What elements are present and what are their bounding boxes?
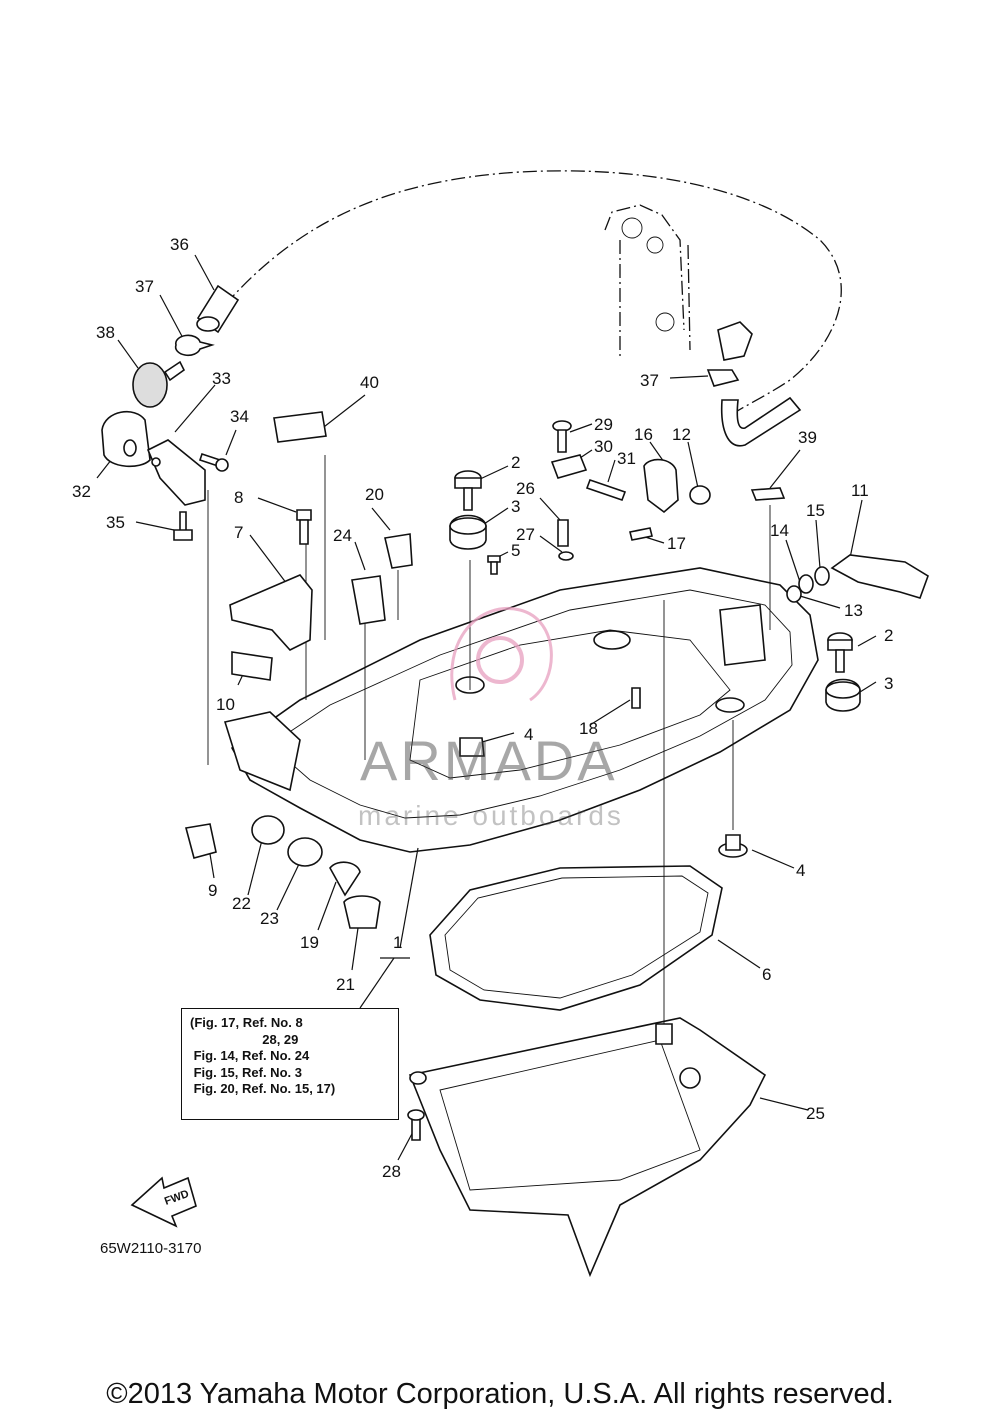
- hose-loop: [720, 396, 802, 447]
- cowling-inner-rim: [269, 589, 793, 819]
- callout-24: 24: [333, 526, 352, 545]
- callout-37: 37: [135, 277, 154, 296]
- callout-30: 30: [594, 437, 613, 456]
- reference-line: (Fig. 17, Ref. No. 8: [190, 1015, 303, 1030]
- leader-lines: [96, 254, 877, 1161]
- latch-16: [643, 458, 679, 514]
- callout-16: 16: [634, 425, 653, 444]
- callout-33: 33: [212, 369, 231, 388]
- callout-2-right: 2: [884, 626, 893, 645]
- bracket-7: [229, 574, 313, 651]
- callout-38: 38: [96, 323, 115, 342]
- callout-3: 3: [511, 497, 520, 516]
- callout-34: 34: [230, 407, 249, 426]
- callout-23: 23: [260, 909, 279, 928]
- cowling-floor: [409, 629, 731, 779]
- callout-9: 9: [208, 881, 217, 900]
- watermark-subtitle: marine outboards: [358, 800, 624, 831]
- callout-29: 29: [594, 415, 613, 434]
- spring-31: [585, 478, 627, 502]
- callout-13: 13: [844, 601, 863, 620]
- hose-opening: [196, 316, 220, 332]
- pad-10: [231, 651, 273, 681]
- callout-19: 19: [300, 933, 319, 952]
- fuel-joint: [717, 321, 753, 361]
- engine-outline: [604, 204, 691, 360]
- apron-25: [408, 1017, 767, 1278]
- callout-3-right: 3: [884, 674, 893, 693]
- callout-labels: 36 37 38 33 34 32 35 40 8 7 20 24 10 2 3…: [72, 235, 893, 1181]
- callout-25: 25: [806, 1104, 825, 1123]
- callout-8: 8: [234, 488, 243, 507]
- callout-18: 18: [579, 719, 598, 738]
- label-40: [273, 411, 327, 443]
- callout-6: 6: [762, 965, 771, 984]
- apron-hole: [679, 1067, 701, 1089]
- copyright-notice: ©2013 Yamaha Motor Corporation, U.S.A. A…: [106, 1378, 894, 1410]
- callout-2: 2: [511, 453, 520, 472]
- reference-line: 28, 29: [190, 1031, 299, 1047]
- reference-line: Fig. 20, Ref. No. 15, 17): [190, 1081, 336, 1096]
- clip-24: [351, 575, 386, 625]
- figure-code: 65W2110-3170: [100, 1240, 202, 1257]
- latch-bracket: [719, 604, 766, 666]
- mount-hole-rear: [715, 697, 745, 713]
- connector-38: [132, 362, 168, 408]
- clip-37: [174, 334, 215, 357]
- clip-9: [185, 823, 217, 859]
- callout-17: 17: [667, 534, 686, 553]
- bracket-33: [146, 439, 206, 506]
- callout-7: 7: [234, 523, 243, 542]
- callout-4: 4: [524, 725, 533, 744]
- fuel-hose-path: [224, 170, 842, 421]
- seal-gasket-6: [429, 865, 723, 1011]
- callout-26: 26: [516, 479, 535, 498]
- callout-11: 11: [851, 481, 869, 500]
- hardware-parts: [101, 334, 929, 1141]
- lever-11: [830, 554, 929, 599]
- engine-bore-2: [646, 236, 664, 254]
- front-bracket: [223, 711, 301, 792]
- callout-15: 15: [806, 501, 825, 520]
- seal-gasket-inner: [444, 875, 709, 999]
- callout-39: 39: [798, 428, 817, 447]
- callout-21: 21: [336, 975, 355, 994]
- watermark-logo: [450, 607, 553, 702]
- callout-35: 35: [106, 513, 125, 532]
- bottom-cowling-body: [230, 567, 819, 853]
- callout-32: 32: [72, 482, 91, 501]
- callout-28: 28: [382, 1162, 401, 1181]
- callout-14: 14: [770, 521, 789, 540]
- callout-12: 12: [672, 425, 691, 444]
- watermark-brand: ARMADA: [360, 729, 618, 792]
- reference-line: Fig. 15, Ref. No. 3: [190, 1064, 302, 1080]
- reference-box: (Fig. 17, Ref. No. 8 28, 29 Fig. 14, Ref…: [181, 1008, 399, 1120]
- callout-1: 1: [393, 933, 402, 952]
- apron-inner: [439, 1039, 701, 1191]
- callout-10: 10: [216, 695, 235, 714]
- engine-bore-1: [621, 217, 643, 239]
- callout-5: 5: [511, 541, 520, 560]
- engine-bore-3: [655, 312, 675, 332]
- grommet-32: [101, 411, 151, 468]
- callout-31: 31: [617, 449, 636, 468]
- grommet-20: [384, 533, 413, 569]
- callout-22: 22: [232, 894, 251, 913]
- callout-4-right: 4: [796, 861, 805, 880]
- callout-40: 40: [360, 373, 379, 392]
- reference-line: Fig. 14, Ref. No. 24: [190, 1048, 310, 1063]
- callout-20: 20: [365, 485, 384, 504]
- mount-hole-front: [593, 630, 631, 650]
- callout-27: 27: [516, 525, 535, 544]
- callout-36: 36: [170, 235, 189, 254]
- callout-37-right: 37: [640, 371, 659, 390]
- fwd-arrow: FWD: [130, 1176, 197, 1228]
